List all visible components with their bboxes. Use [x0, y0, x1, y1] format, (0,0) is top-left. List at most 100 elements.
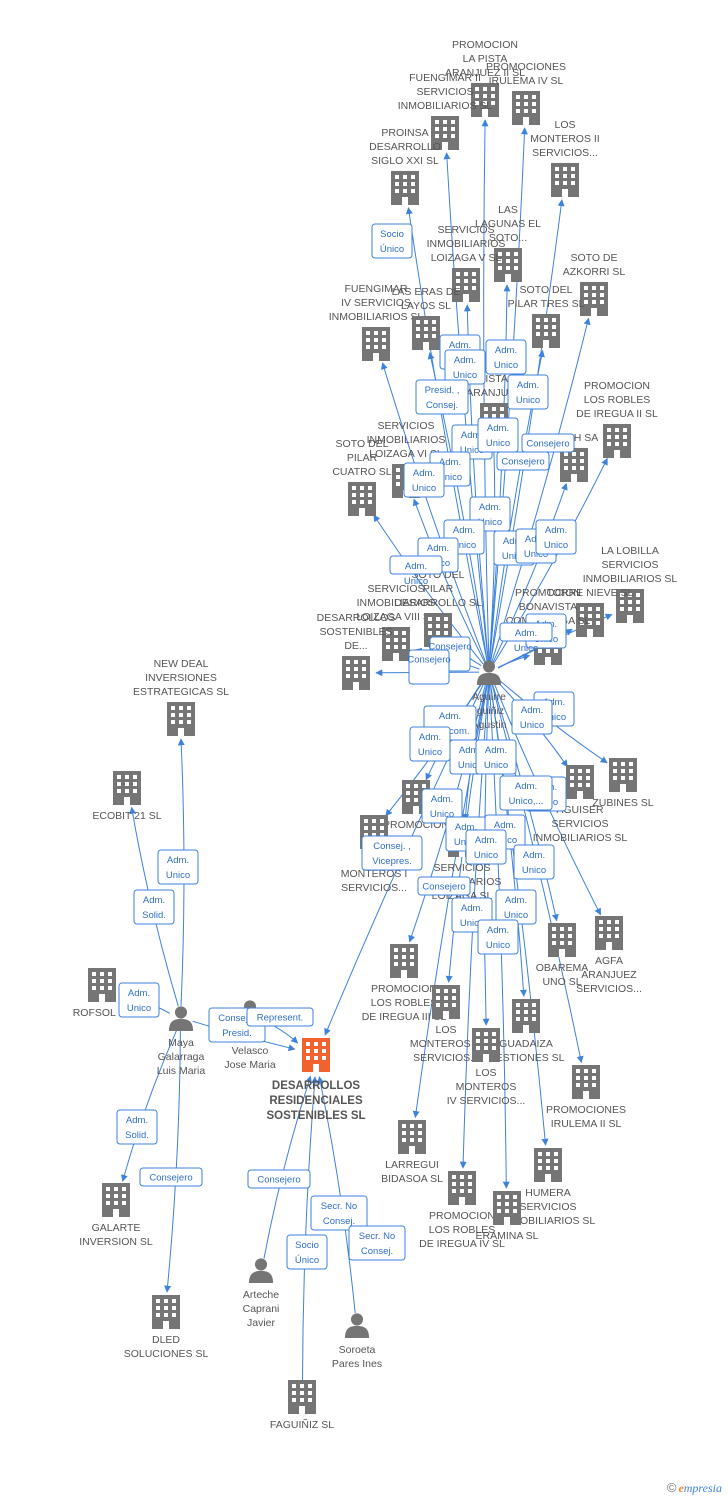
role-badge[interactable]: Consej. , Vicepres.	[361, 835, 423, 871]
person-icon	[344, 1313, 370, 1338]
role-badge[interactable]: Presid. ,Consej.	[415, 379, 469, 415]
person-node-hub-label-line: Iguiñiz	[474, 705, 504, 717]
role-badge[interactable]: Adm.Unico	[409, 726, 451, 762]
role-badge[interactable]: Adm.Unico	[421, 788, 463, 824]
role-badge[interactable]: Adm.Unico	[403, 462, 445, 498]
role-badge-text: Adm.Solid.	[125, 1115, 149, 1141]
role-badge[interactable]: Adm.Unico	[507, 374, 549, 410]
role-badge[interactable]: Adm.Unico	[495, 889, 537, 925]
building-icon	[560, 448, 588, 482]
role-badge-line: Consejero	[149, 1173, 192, 1184]
role-badge[interactable]: Consejero	[496, 451, 550, 471]
role-badge-line: Consej. ,	[373, 841, 411, 852]
role-badge[interactable]: Adm.Solid.	[116, 1109, 158, 1145]
role-badge[interactable]: Adm.Unico	[118, 982, 160, 1018]
role-badge[interactable]: Consejero	[139, 1167, 203, 1187]
role-badge-line: Unico	[520, 720, 544, 731]
role-badge[interactable]: Consejero	[407, 649, 451, 685]
role-badge[interactable]: Adm.Unico	[444, 349, 486, 385]
role-badge[interactable]: Adm.Unico	[513, 844, 555, 880]
building-icon	[167, 702, 195, 736]
role-badge[interactable]: Adm.Unico,...	[499, 775, 553, 811]
role-badge[interactable]: Adm.Unico	[475, 739, 517, 775]
role-badge[interactable]: Adm.Solid.	[133, 889, 175, 925]
building-icon	[102, 1183, 130, 1217]
company-node-c18[interactable]: TORRE NIEVE SL	[547, 587, 634, 637]
role-badge[interactable]: Adm.Unico	[499, 622, 553, 654]
role-badge[interactable]: Adm.Unico	[477, 417, 519, 453]
role-badge[interactable]: Consejero	[521, 433, 575, 453]
role-badge-box	[477, 919, 519, 955]
role-badge[interactable]: Represent.	[246, 1007, 314, 1027]
role-badge[interactable]: Adm.Unico	[157, 849, 199, 885]
company-node-c44[interactable]: FAGUIÑIZ SL	[270, 1380, 334, 1431]
role-badge[interactable]: Consejero	[247, 1169, 311, 1189]
company-label-line: AZKORRI SL	[563, 266, 626, 278]
company-node-c25[interactable]: ROFSOL SL	[73, 968, 132, 1019]
company-node-c26[interactable]: ZUBINES SL	[592, 758, 654, 809]
company-label-line: FUENGIMAR	[345, 283, 408, 295]
role-badge[interactable]: Consejero	[417, 876, 471, 896]
role-badge[interactable]: Adm.Unico	[535, 519, 577, 555]
company-label-line: SERVICIOS	[520, 1201, 577, 1213]
company-label-line: MONTEROS III	[410, 1038, 482, 1050]
role-badge[interactable]: Adm.Unico	[465, 829, 507, 865]
company-node-c24[interactable]: ECOBIT 21 SL	[92, 771, 162, 822]
role-badge-box	[507, 374, 549, 410]
role-badge[interactable]: Adm.Unico	[485, 339, 527, 375]
role-badge-line: Unico,...	[509, 796, 544, 807]
role-badge-text: Adm.Unico	[453, 355, 477, 381]
role-badge[interactable]: Adm.Unico	[511, 699, 553, 735]
role-badge-line: Adm.	[431, 794, 453, 805]
role-badge[interactable]: Adm.Unico	[477, 919, 519, 955]
company-label-line: ROFSOL SL	[73, 1007, 132, 1019]
company-node-c41[interactable]: ERAMINA SL	[475, 1191, 539, 1242]
company-label-line: IRULEMA II SL	[551, 1118, 622, 1130]
role-badge-line: Vicepres.	[372, 856, 411, 867]
company-label-line: INMOBILIARIOS SL	[583, 573, 678, 585]
role-badge[interactable]: Adm.Unico	[389, 555, 443, 587]
